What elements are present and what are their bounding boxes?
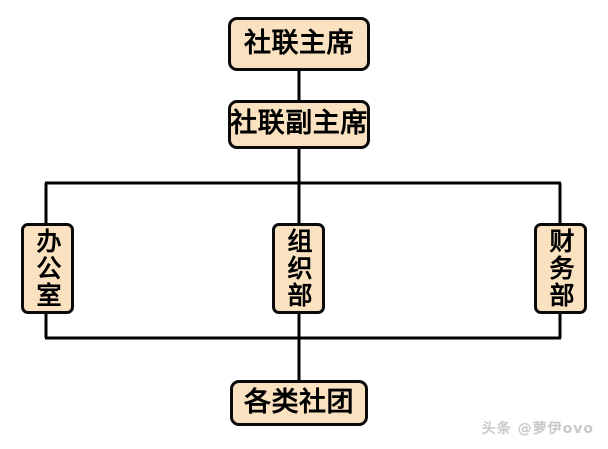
node-finance-department[interactable]: 财务部 — [534, 223, 587, 314]
node-office[interactable]: 办公室 — [21, 223, 74, 314]
node-president[interactable]: 社联主席 — [228, 17, 370, 71]
node-clubs[interactable]: 各类社团 — [230, 380, 368, 426]
node-vice-president[interactable]: 社联副主席 — [228, 100, 370, 149]
node-finance-department-label: 财务部 — [546, 228, 575, 309]
node-organization-department[interactable]: 组织部 — [272, 223, 325, 314]
node-president-label: 社联主席 — [244, 27, 354, 59]
node-office-label: 办公室 — [33, 228, 62, 309]
watermark: 头条 @萝伊ovo — [481, 421, 594, 437]
node-vice-president-label: 社联副主席 — [230, 108, 368, 140]
node-organization-department-label: 组织部 — [284, 228, 313, 309]
node-clubs-label: 各类社团 — [244, 386, 354, 418]
